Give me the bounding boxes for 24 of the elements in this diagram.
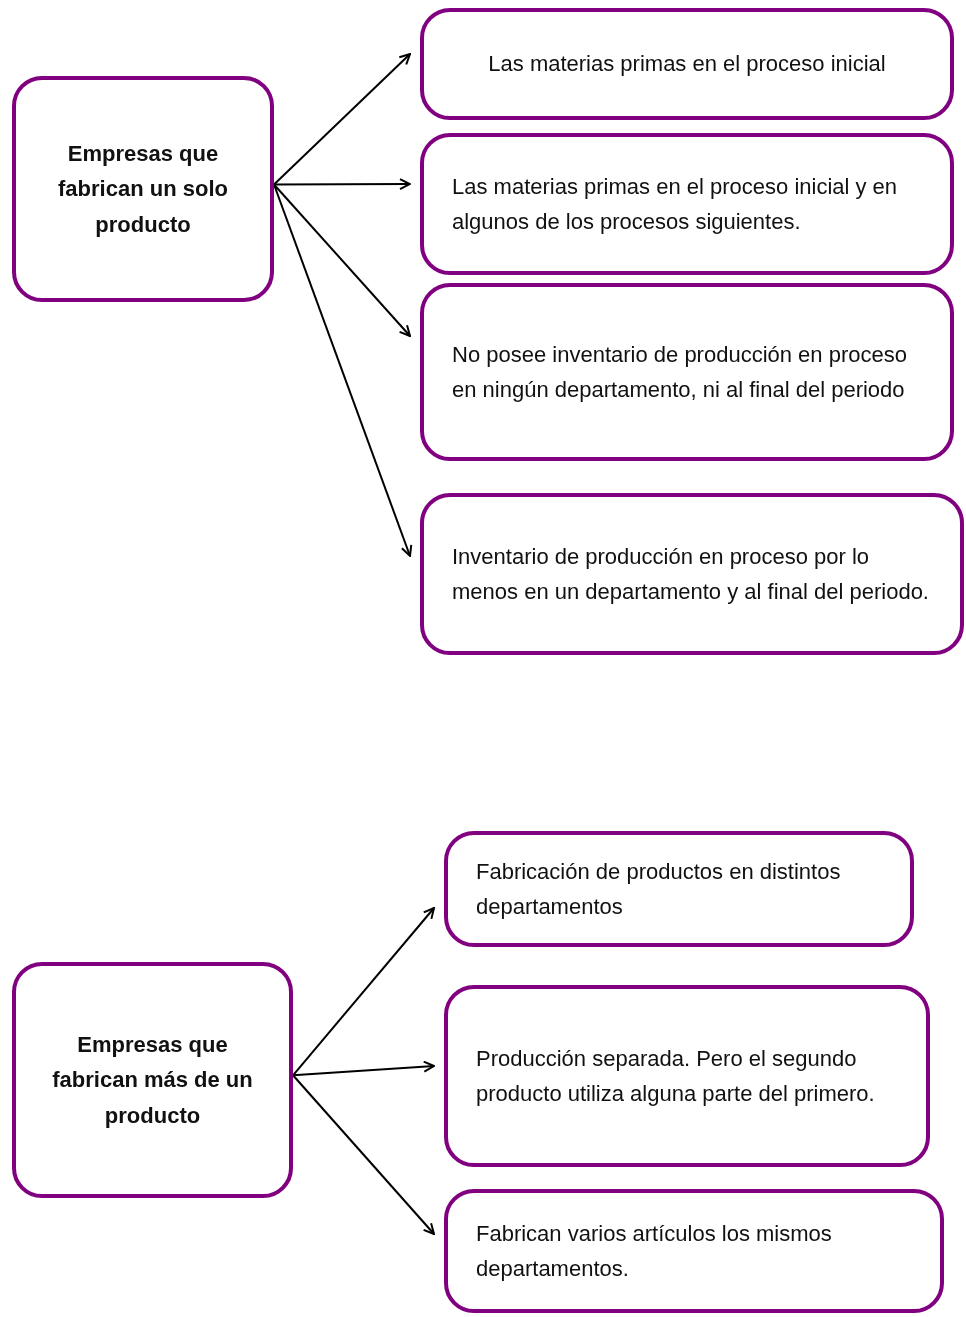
box-text: Inventario de producción en proceso por lo menos en un departamento y al final del periodo. [452,542,930,606]
box-text: Empresas que fabrican más de un producto [51,1031,254,1130]
description-box [444,831,914,947]
arrow [273,53,411,186]
box-text: Las materias primas en el proceso inicial y en algunos de los procesos siguientes. [452,172,899,236]
description-box [420,133,954,275]
arrow [273,178,411,191]
arrow [292,1060,435,1077]
box-text: Empresas que fabrican un solo producto [57,140,229,239]
category-box [12,962,293,1198]
arrow [292,907,435,1077]
box-text: Fabrican varios artículos los mismos departamentos. [476,1219,833,1283]
description-box [444,985,930,1167]
box-text: No posee inventario de producción en proceso en ningún departamento, ni al final del periodo [452,340,908,404]
description-box [444,1189,944,1313]
box-text: Fabricación de productos en distintos departamentos [476,857,842,921]
category-box [12,76,274,302]
description-box [420,283,954,461]
description-box [420,493,964,655]
box-text: Producción separada. Pero el segundo producto utiliza alguna parte del primero. [476,1044,876,1108]
arrow [292,1074,435,1235]
arrow [273,183,411,337]
description-box [420,8,954,120]
box-text: Las materias primas en el proceso inicial [488,50,886,79]
